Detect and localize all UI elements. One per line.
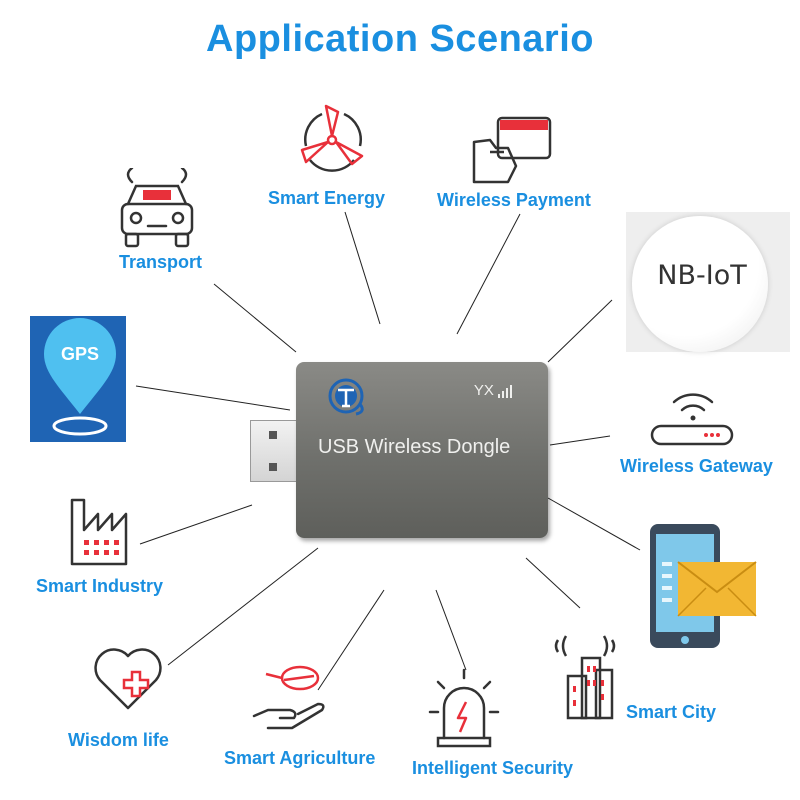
page-title: Application Scenario	[206, 18, 594, 60]
dongle-logo-icon	[328, 378, 364, 416]
smart-agriculture-label: Smart Agriculture	[224, 748, 376, 768]
transport-label: Transport	[119, 252, 203, 272]
connector-security	[435, 589, 467, 671]
connector-city	[525, 557, 581, 609]
dongle-brand: YX	[474, 382, 514, 399]
connector-city-phone	[547, 497, 641, 551]
connector-gateway	[549, 435, 611, 446]
card-payment-icon	[472, 116, 552, 184]
car-icon	[120, 168, 194, 248]
wisdom-life-label: Wisdom life	[68, 730, 169, 750]
dongle-label: USB Wireless Dongle	[318, 436, 511, 458]
router-icon	[650, 393, 734, 446]
hand-leaf-icon	[252, 665, 325, 730]
intelligent-security-label: Intelligent Security	[412, 758, 574, 778]
usb-dongle: YX USB Wireless Dongle	[296, 362, 548, 538]
connector-energy	[344, 211, 381, 325]
gps-panel: GPS	[30, 316, 126, 442]
smart-industry-label: Smart Industry	[36, 576, 164, 596]
factory-icon	[70, 498, 128, 566]
wind-turbine-icon	[300, 104, 364, 172]
nb-iot-label: NB-IoT	[657, 260, 747, 291]
nb-iot-badge: NB-IoT	[626, 212, 790, 352]
connector-nbiot	[547, 299, 613, 363]
city-buildings-icon	[554, 635, 616, 720]
phone-message-icon	[650, 524, 757, 648]
wireless-payment-label: Wireless Payment	[437, 190, 591, 210]
nb-iot-circle	[632, 216, 768, 352]
wireless-gateway-label: Wireless Gateway	[620, 456, 773, 476]
signal-bars-icon	[498, 385, 512, 399]
smart-energy-label: Smart Energy	[268, 188, 386, 208]
smart-city-label: Smart City	[626, 702, 717, 722]
alarm-light-icon	[428, 668, 500, 748]
heart-medical-icon	[94, 648, 162, 710]
gps-label: GPS	[60, 344, 99, 364]
connector-transport	[213, 283, 297, 353]
brand-text: YX	[473, 382, 494, 399]
connector-gps	[135, 385, 291, 411]
connector-wisdom	[167, 547, 319, 666]
connector-industry	[139, 504, 253, 545]
connector-payment	[456, 213, 521, 335]
usb-plug	[250, 420, 302, 482]
connector-agriculture	[317, 589, 385, 691]
gps-pin-icon	[44, 318, 116, 436]
